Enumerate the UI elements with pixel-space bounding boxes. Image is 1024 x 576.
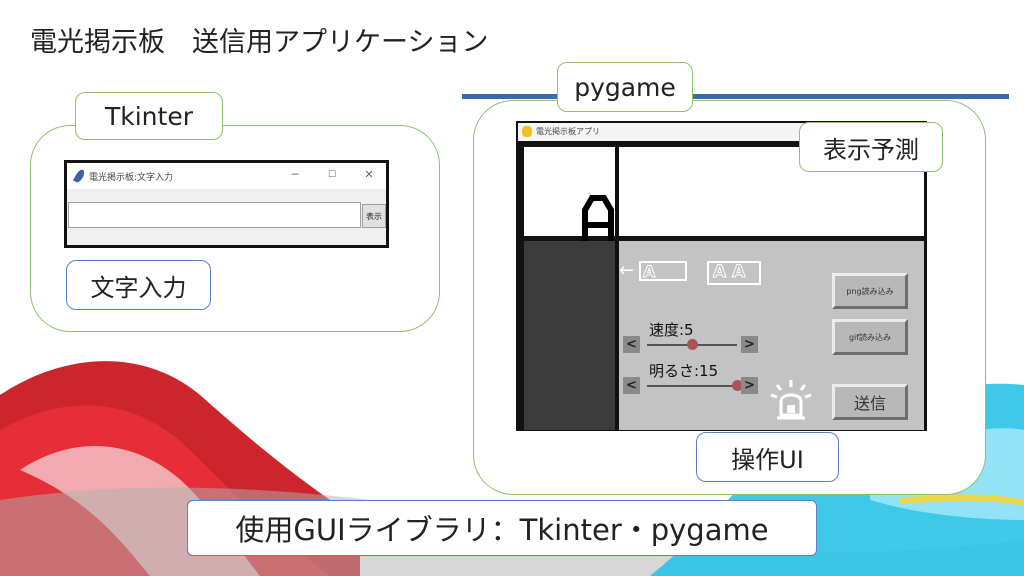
brightness-slider-knob[interactable] xyxy=(731,380,743,391)
display-forecast-caption: 表示予測 xyxy=(799,122,943,172)
dark-side-panel xyxy=(524,241,615,430)
static-mode-icon[interactable]: AA xyxy=(707,261,761,285)
mode-letter-box: A xyxy=(639,261,687,282)
minimize-button[interactable]: ─ xyxy=(291,168,299,181)
brightness-increase-button[interactable]: > xyxy=(741,377,758,394)
brightness-label: 明るさ:15 xyxy=(649,362,719,380)
gui-library-summary: 使用GUIライブラリ：Tkinter・pygame xyxy=(187,500,817,556)
text-input-field[interactable] xyxy=(68,202,361,228)
blue-divider-bar xyxy=(462,94,1009,99)
tkinter-window-title: 電光掲示板:文字入力 xyxy=(89,173,174,183)
brightness-slider-track[interactable] xyxy=(647,385,737,387)
speed-slider-knob[interactable] xyxy=(686,339,698,350)
control-panel: ← A AA 速度:5 < > 明るさ:15 < > xyxy=(619,241,924,430)
text-input-caption: 文字入力 xyxy=(66,260,211,310)
tkinter-label: Tkinter xyxy=(75,92,223,140)
scroll-mode-icon[interactable]: ← A xyxy=(619,259,689,283)
pygame-label: pygame xyxy=(557,62,693,112)
operation-ui-caption: 操作UI xyxy=(696,432,839,482)
display-button[interactable]: 表示 xyxy=(362,204,386,228)
speed-decrease-button[interactable]: < xyxy=(623,336,640,353)
png-load-button[interactable]: png読み込み xyxy=(832,273,908,309)
feather-icon xyxy=(72,168,87,184)
left-arrow-icon: ← xyxy=(619,260,635,281)
siren-icon xyxy=(770,380,812,420)
pygame-snake-icon xyxy=(522,126,532,137)
bg-yellow-streak xyxy=(900,494,1024,506)
tkinter-window: 電光掲示板:文字入力 ─ ☐ ✕ 表示 xyxy=(64,160,389,248)
send-button[interactable]: 送信 xyxy=(832,384,908,420)
maximize-button[interactable]: ☐ xyxy=(327,170,337,180)
gif-load-button[interactable]: gif読み込み xyxy=(832,319,908,355)
brightness-decrease-button[interactable]: < xyxy=(623,377,640,394)
preview-letter-glyph xyxy=(582,195,614,250)
slide-title: 電光掲示板 送信用アプリケーション xyxy=(30,27,489,58)
preview-current-area xyxy=(524,147,615,250)
speed-label: 速度:5 xyxy=(649,321,694,339)
close-button[interactable]: ✕ xyxy=(364,168,374,181)
tkinter-window-body: 電光掲示板:文字入力 ─ ☐ ✕ 表示 xyxy=(67,163,386,245)
pygame-window-title: 電光掲示板アプリ xyxy=(536,127,600,136)
speed-increase-button[interactable]: > xyxy=(741,336,758,353)
tkinter-titlebar: 電光掲示板:文字入力 ─ ☐ ✕ xyxy=(67,163,386,189)
